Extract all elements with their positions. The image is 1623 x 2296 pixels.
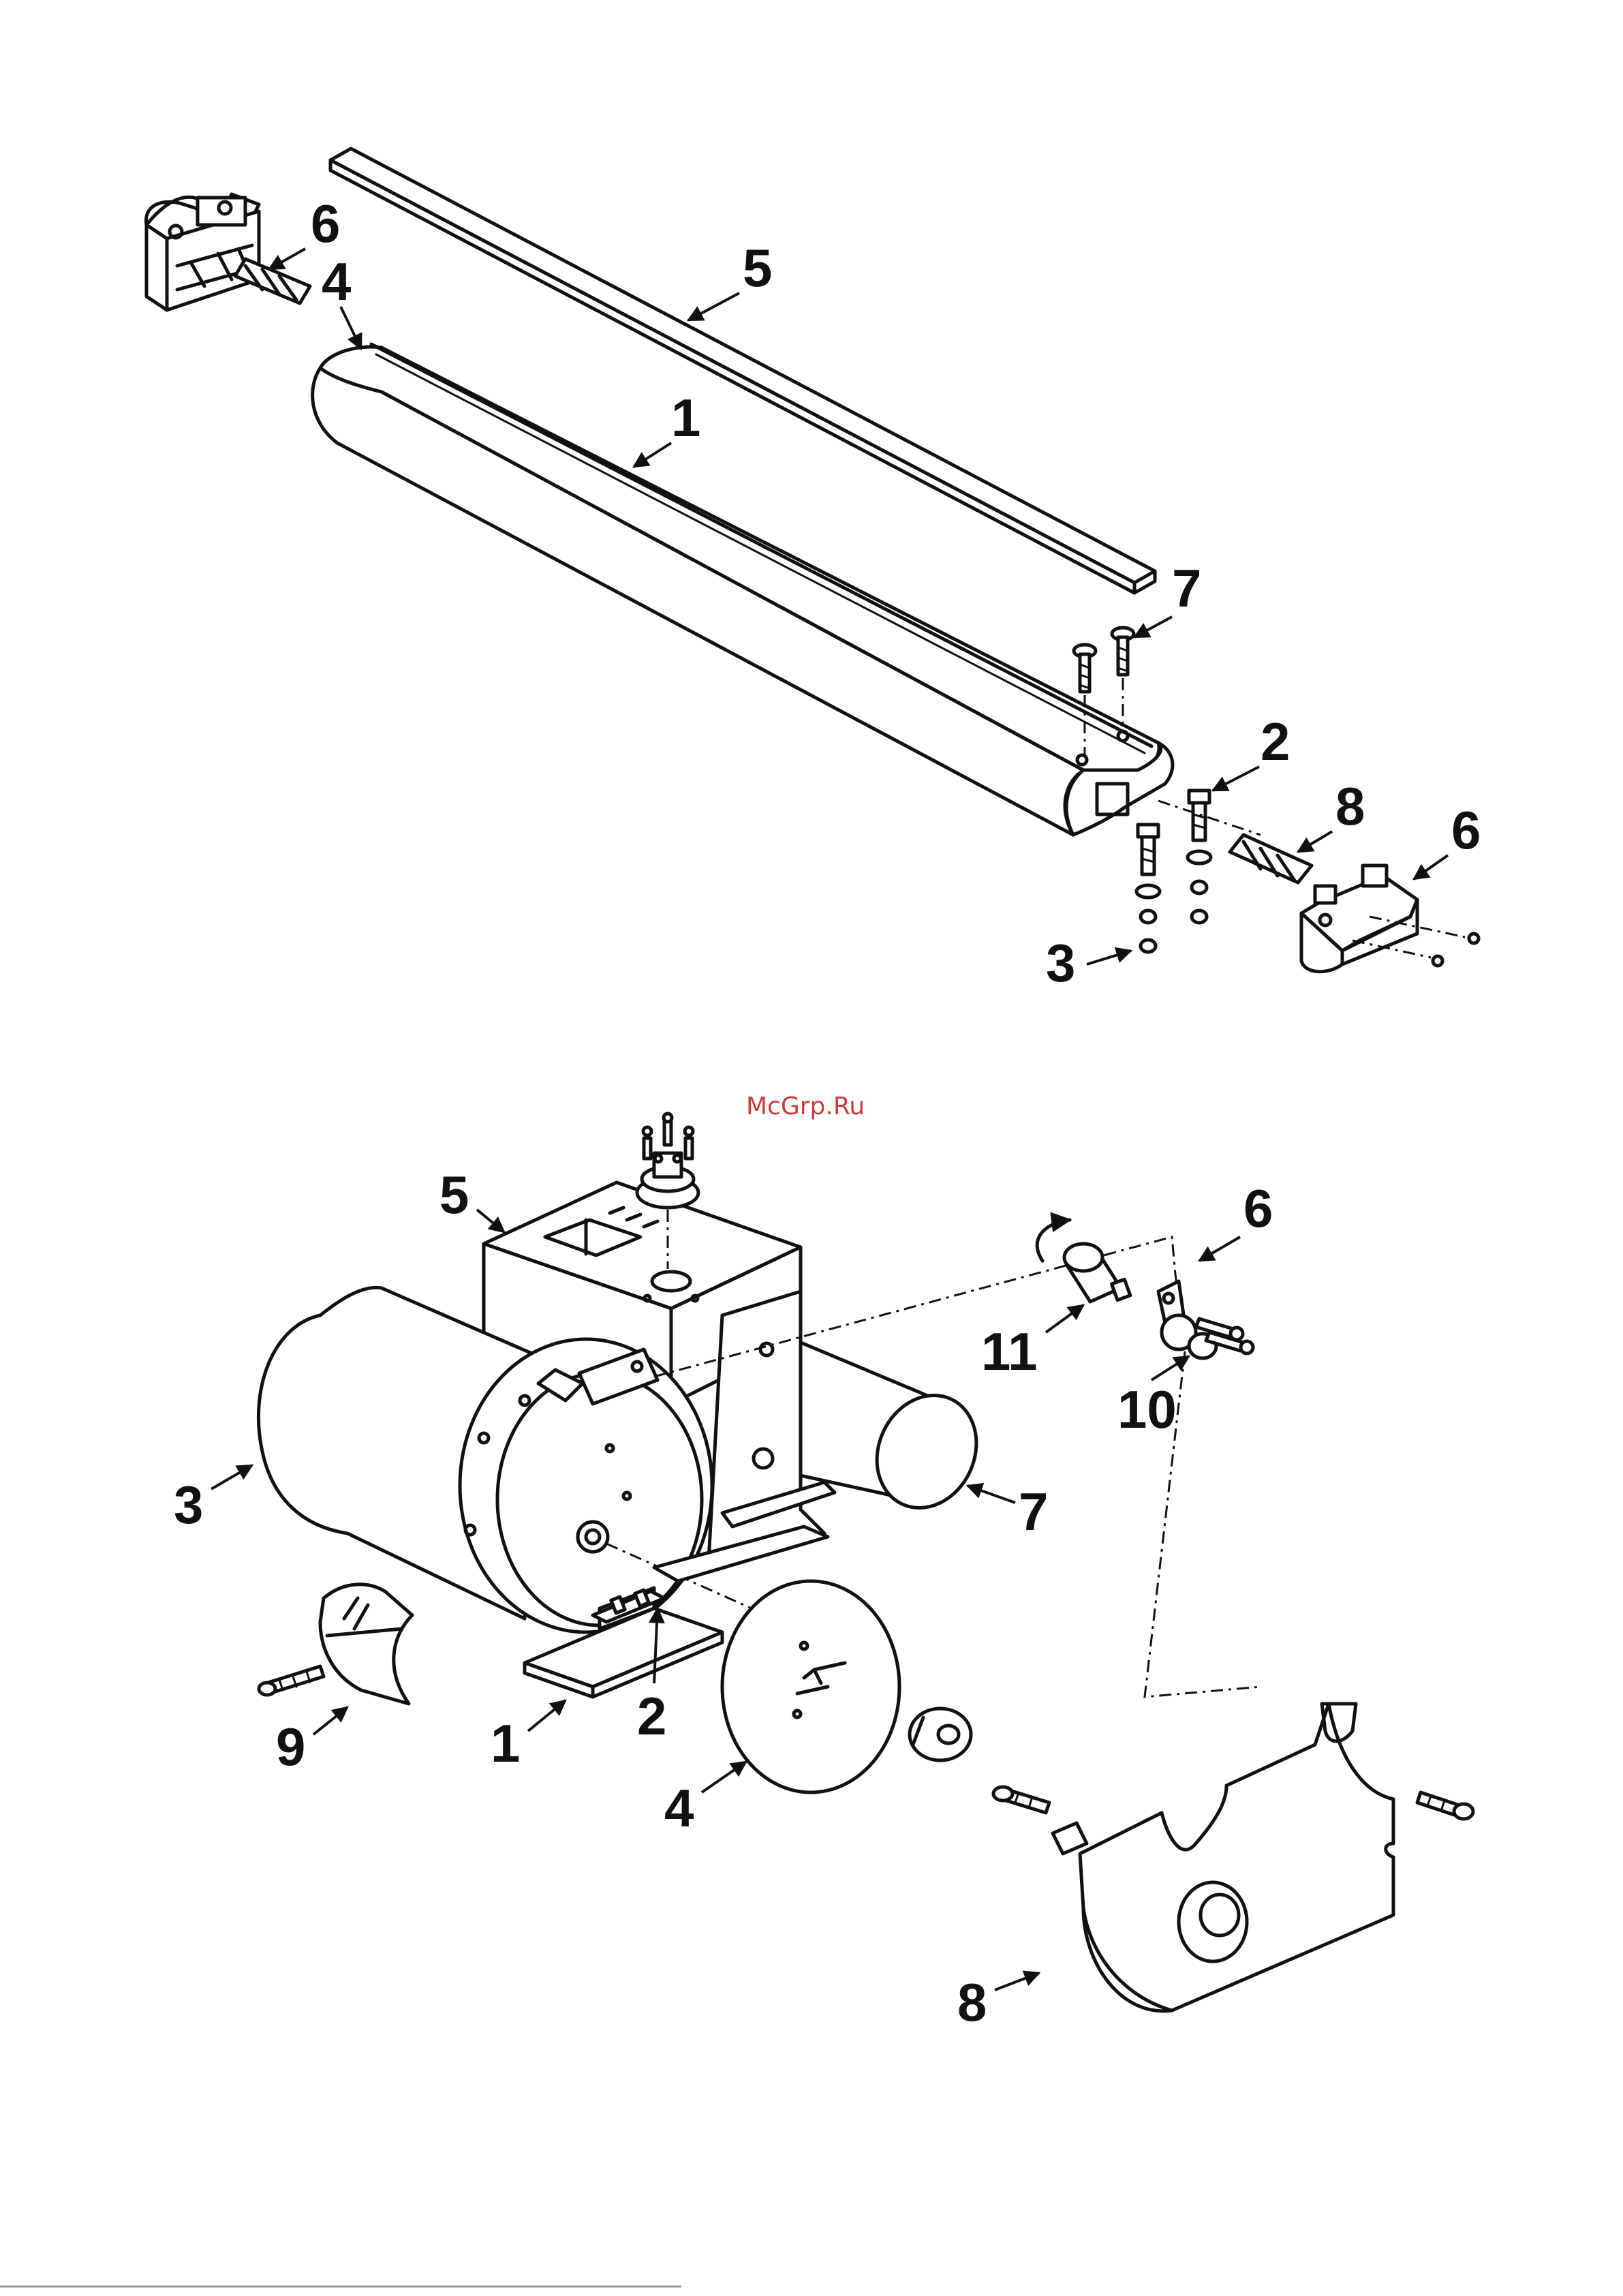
callout-2-top: 2 bbox=[1261, 711, 1290, 771]
strip-part-5 bbox=[330, 149, 1155, 593]
callout-7-top: 7 bbox=[1172, 558, 1201, 618]
callout-6-top-right: 6 bbox=[1451, 800, 1481, 860]
callout-11-bottom: 11 bbox=[981, 1321, 1037, 1381]
callout-1-top: 1 bbox=[671, 388, 700, 448]
bottom-assembly: 5 6 11 10 3 7 9 1 2 4 8 bbox=[174, 1114, 1473, 2032]
fasteners-parts-2-3 bbox=[1137, 791, 1261, 952]
brush-cover-part-9 bbox=[259, 1585, 412, 1704]
callout-5-top: 5 bbox=[743, 238, 772, 298]
disc-part-4 bbox=[722, 1581, 899, 1792]
callout-4-top: 4 bbox=[322, 251, 351, 311]
spring-right-part-8 bbox=[1230, 835, 1312, 883]
callout-4-bottom: 4 bbox=[664, 1778, 694, 1838]
callout-10-bottom: 10 bbox=[1117, 1379, 1177, 1439]
spring-left bbox=[235, 259, 310, 303]
callout-6-top-left: 6 bbox=[311, 194, 340, 254]
top-assembly: 6 4 5 1 7 2 8 6 3 bbox=[146, 149, 1481, 993]
end-cap-right-part-6 bbox=[1301, 866, 1479, 972]
sensor-part-11 bbox=[1037, 1220, 1130, 1302]
watermark-text: McGrp.Ru bbox=[746, 1092, 865, 1120]
callout-8-top: 8 bbox=[1335, 776, 1365, 836]
callout-7-bottom: 7 bbox=[1019, 1482, 1048, 1542]
hub-nut bbox=[910, 1709, 971, 1760]
callout-3-bottom: 3 bbox=[174, 1475, 203, 1535]
callout-1-bottom: 1 bbox=[491, 1713, 520, 1773]
callout-5-bottom: 5 bbox=[439, 1165, 469, 1225]
callout-9-bottom: 9 bbox=[276, 1717, 305, 1777]
callout-6-bottom: 6 bbox=[1243, 1178, 1273, 1238]
callout-8-bottom: 8 bbox=[957, 1972, 987, 2032]
end-cover-part-8 bbox=[993, 1274, 1473, 2011]
end-cap-left-part-6 bbox=[146, 194, 259, 310]
extrusion-part-1 bbox=[313, 344, 1173, 835]
callout-3-top: 3 bbox=[1046, 933, 1075, 993]
callout-2-bottom: 2 bbox=[637, 1686, 666, 1746]
